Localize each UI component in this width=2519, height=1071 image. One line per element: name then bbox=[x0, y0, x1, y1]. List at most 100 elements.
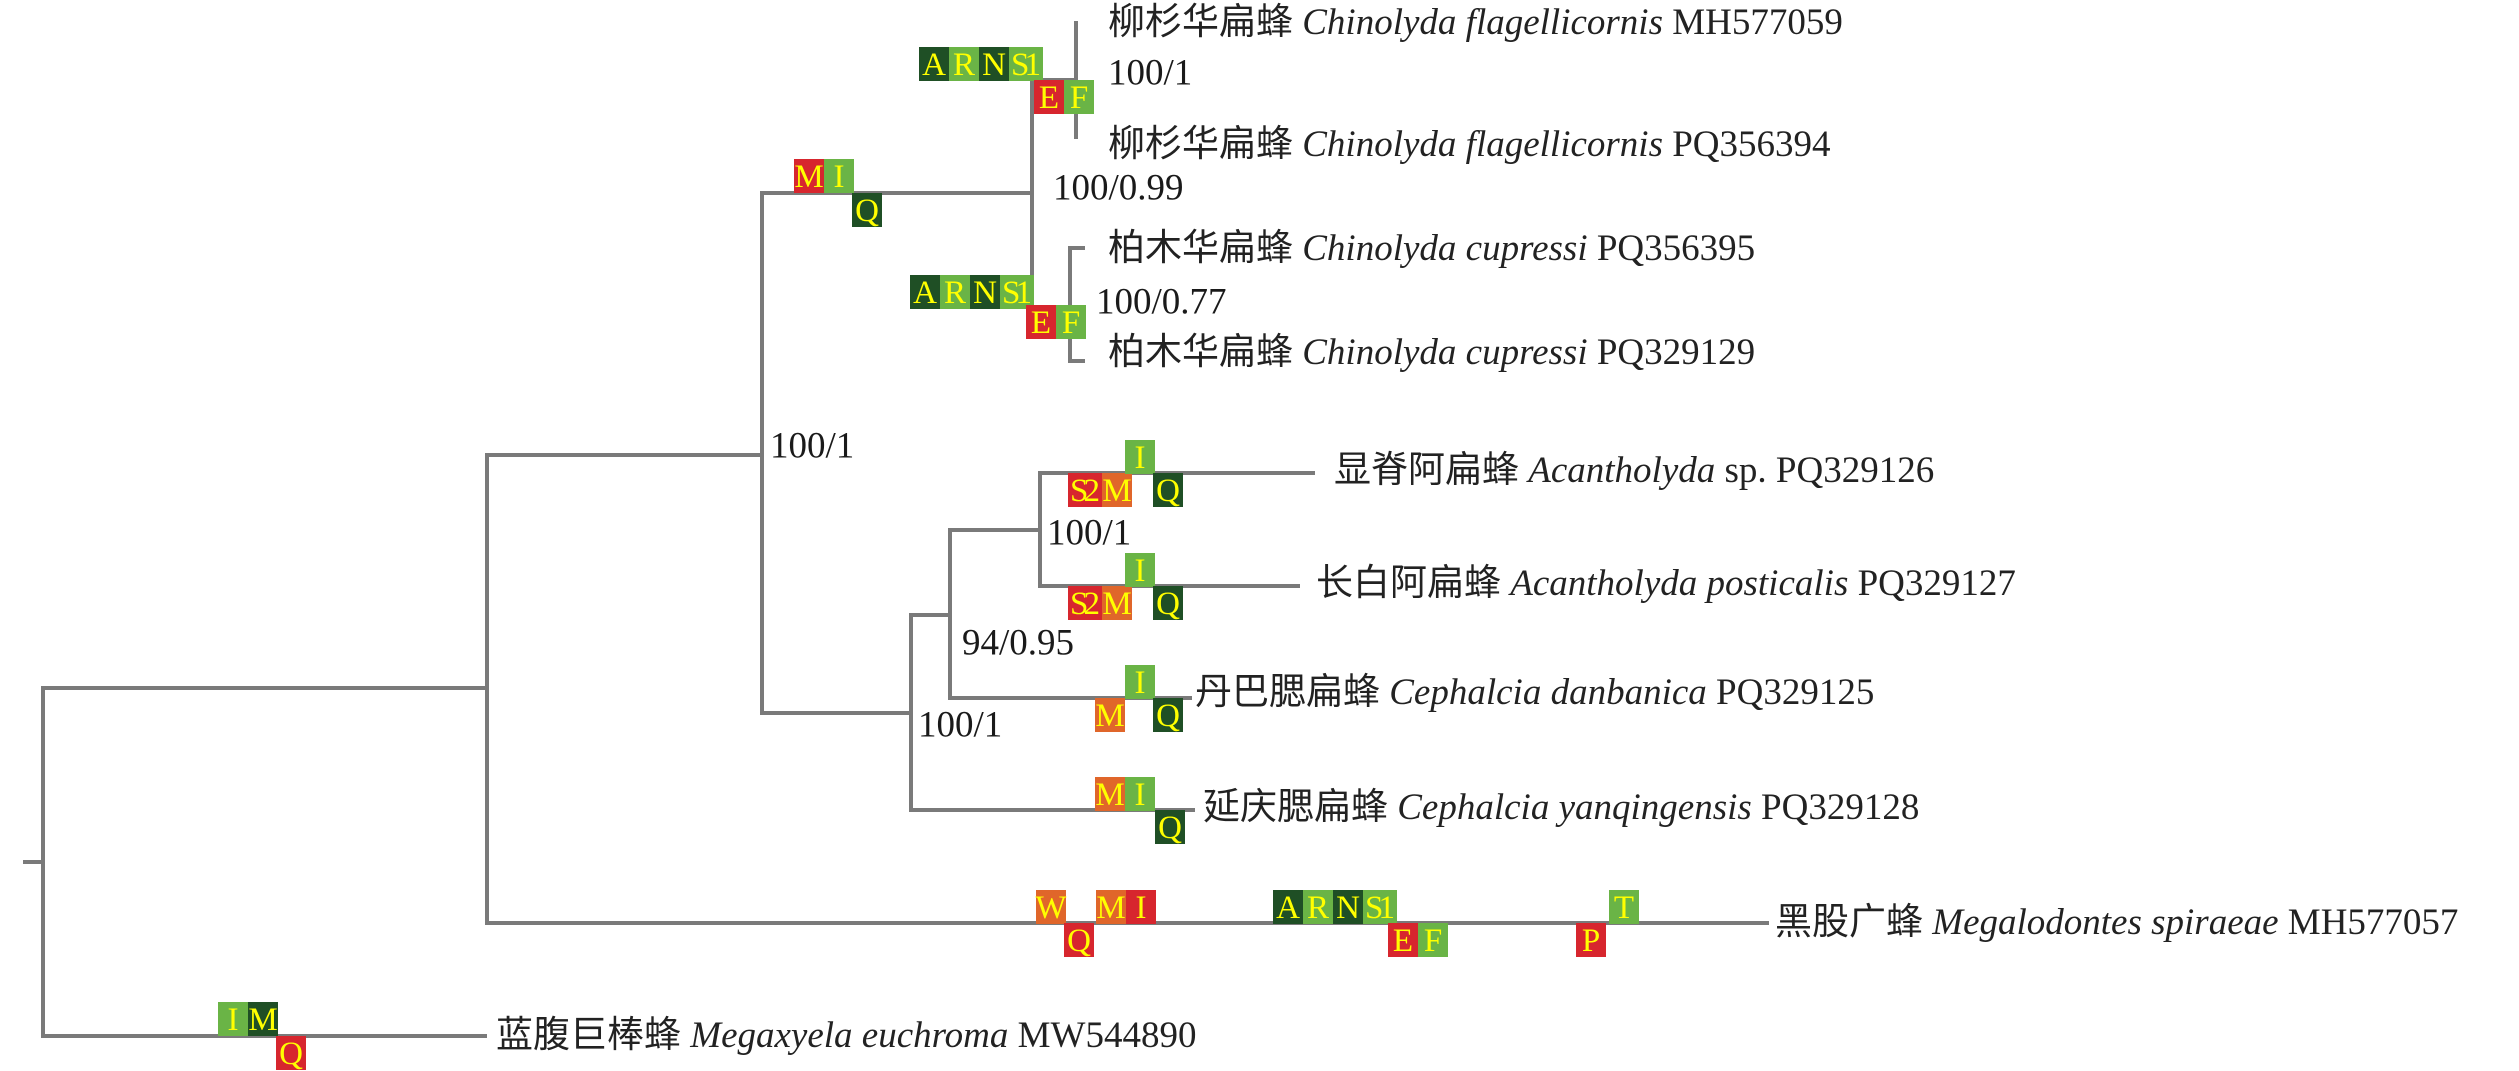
trait-box-fill bbox=[1153, 586, 1183, 620]
trait-box-i: I bbox=[1125, 777, 1155, 813]
trait-box-t: T bbox=[1609, 890, 1639, 926]
trait-box-fill bbox=[1125, 665, 1155, 699]
accession: MH577057 bbox=[2288, 902, 2459, 943]
trait-box-fill bbox=[1000, 275, 1034, 309]
trait-box-r: R bbox=[940, 275, 970, 311]
taxon-labels: 柳杉华扁蜂 Chinolyda flagellicornis MH577059 … bbox=[496, 1, 2458, 1056]
trait-label: M bbox=[1102, 473, 1131, 509]
trait-box-fill bbox=[1333, 890, 1363, 924]
trait-box-fill bbox=[824, 159, 854, 193]
trait-box-i: I bbox=[1125, 553, 1155, 589]
trait-label: Q bbox=[855, 193, 879, 229]
trait-label: M bbox=[1095, 777, 1124, 813]
trait-box-m: M bbox=[1096, 890, 1126, 926]
trait-label: Q bbox=[1067, 923, 1091, 959]
trait-box-m: M bbox=[1095, 777, 1125, 813]
support-label: 100/1 bbox=[1108, 53, 1192, 94]
trait-label: P bbox=[1582, 923, 1600, 959]
trait-label: M bbox=[1096, 890, 1125, 926]
trait-box-fill bbox=[218, 1002, 248, 1036]
trait-box-s1: S1 bbox=[1009, 47, 1043, 83]
trait-box-f: F bbox=[1064, 80, 1094, 116]
trait-box-i: I bbox=[1125, 440, 1155, 476]
trait-label: T bbox=[1614, 890, 1634, 926]
latin-name: Acantholyda bbox=[1525, 450, 1715, 491]
latin-name: Chinolyda cupressi bbox=[1302, 228, 1587, 269]
trait-label: Q bbox=[1156, 586, 1180, 622]
trait-box-fill bbox=[852, 193, 882, 227]
trait-label: R bbox=[953, 47, 975, 83]
trait-box-s1: S1 bbox=[1000, 275, 1034, 311]
taxon-label: 延庆腮扁蜂 Cephalcia yanqingensis PQ329128 bbox=[1203, 786, 1919, 828]
trait-label: N bbox=[973, 275, 997, 311]
taxon-label: 柳杉华扁蜂 Chinolyda flagellicornis PQ356394 bbox=[1108, 123, 1831, 165]
trait-box-fill bbox=[970, 275, 1000, 309]
trait-box-s2: S2 bbox=[1068, 473, 1102, 509]
trait-label: A bbox=[922, 47, 946, 83]
trait-box-fill bbox=[979, 47, 1009, 81]
trait-box-fill bbox=[1095, 777, 1125, 811]
trait-box-q: Q bbox=[1155, 810, 1185, 846]
support-label: 94/0.95 bbox=[962, 623, 1074, 664]
trait-box-e: E bbox=[1388, 923, 1418, 959]
trait-box-fill bbox=[940, 275, 970, 309]
accession: PQ356395 bbox=[1597, 228, 1755, 269]
trait-box-a: A bbox=[1273, 890, 1303, 926]
trait-box-n: N bbox=[970, 275, 1000, 311]
trait-label: Q bbox=[1156, 698, 1180, 734]
trait-box-i: I bbox=[824, 159, 854, 195]
latin-name: Acantholyda posticalis bbox=[1507, 563, 1848, 604]
trait-box-m: M bbox=[248, 1002, 278, 1038]
trait-label: M bbox=[1102, 586, 1131, 622]
trait-label: S1 bbox=[1011, 47, 1041, 83]
trait-box-fill bbox=[1363, 890, 1397, 924]
trait-box-n: N bbox=[979, 47, 1009, 83]
trait-box-r: R bbox=[949, 47, 979, 83]
trait-box-fill bbox=[919, 47, 949, 81]
accession: PQ329128 bbox=[1761, 787, 1919, 828]
trait-box-fill bbox=[1153, 698, 1183, 732]
accession: MH577059 bbox=[1672, 2, 1843, 43]
trait-label: Q bbox=[1156, 473, 1180, 509]
trait-box-fill bbox=[1068, 586, 1102, 620]
trait-box-m: M bbox=[1102, 473, 1132, 509]
chinese-name: 柳杉华扁蜂 bbox=[1108, 123, 1293, 165]
tree-branches bbox=[23, 21, 1769, 1038]
trait-label: S1 bbox=[1365, 890, 1395, 926]
trait-box-fill bbox=[1064, 923, 1094, 957]
latin-name: Megalodontes spiraeae bbox=[1931, 902, 2278, 943]
trait-label: I bbox=[1135, 440, 1146, 476]
chinese-name: 黑股广蜂 bbox=[1775, 901, 1923, 943]
trait-label: Q bbox=[1158, 810, 1182, 846]
trait-box-m: M bbox=[1102, 586, 1132, 622]
latin-name: Cephalcia yanqingensis bbox=[1397, 787, 1752, 828]
trait-box-fill bbox=[1009, 47, 1043, 81]
trait-box-fill bbox=[1609, 890, 1639, 924]
trait-label: A bbox=[1276, 890, 1300, 926]
trait-box-f: F bbox=[1418, 923, 1448, 959]
chinese-name: 柏木华扁蜂 bbox=[1108, 227, 1293, 269]
latin-name: Megaxyela euchroma bbox=[689, 1015, 1008, 1056]
trait-label: F bbox=[1062, 305, 1080, 341]
trait-label: M bbox=[794, 159, 823, 195]
trait-box-q: Q bbox=[1153, 698, 1183, 734]
support-label: 100/1 bbox=[918, 705, 1002, 746]
trait-label: E bbox=[1031, 305, 1051, 341]
trait-label: F bbox=[1070, 80, 1088, 116]
trait-box-fill bbox=[949, 47, 979, 81]
latin-name: Chinolyda flagellicornis bbox=[1302, 2, 1663, 43]
trait-label: M bbox=[1095, 698, 1124, 734]
trait-box-fill bbox=[1026, 305, 1056, 339]
trait-box-i: I bbox=[1126, 890, 1156, 926]
trait-box-q: Q bbox=[852, 193, 882, 229]
trait-label: I bbox=[1136, 890, 1147, 926]
trait-box-fill bbox=[1273, 890, 1303, 924]
trait-box-i: I bbox=[218, 1002, 248, 1038]
support-label: 100/0.77 bbox=[1096, 282, 1227, 323]
chinese-name: 柳杉华扁蜂 bbox=[1108, 1, 1293, 43]
trait-box-fill bbox=[1056, 305, 1086, 339]
accession: PQ329126 bbox=[1776, 450, 1934, 491]
chinese-name: 长白阿扁蜂 bbox=[1316, 562, 1501, 604]
